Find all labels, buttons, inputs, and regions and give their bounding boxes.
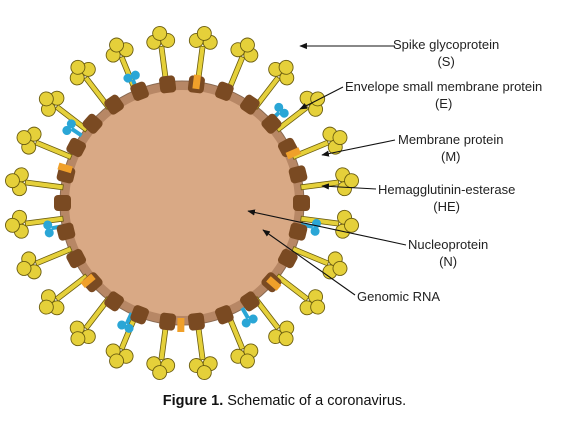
spike-glycoprotein: [291, 246, 348, 280]
label-nucleo-abbr: (N): [439, 254, 458, 269]
label-nucleoprotein: Nucleoprotein (N): [408, 236, 488, 270]
spike-glycoprotein: [188, 26, 218, 85]
membrane-protein: [82, 113, 103, 134]
label-genomic-rna: Genomic RNA: [357, 288, 440, 305]
spike-glycoprotein: [5, 209, 64, 239]
envelope-protein: [80, 273, 96, 288]
label-envelope-protein: Envelope small membrane protein (E): [345, 78, 542, 112]
membrane-protein: [288, 165, 308, 184]
membrane-protein: [187, 312, 205, 331]
label-envelope-abbr: (E): [434, 96, 453, 111]
spike-glycoprotein: [252, 296, 295, 347]
membrane-protein: [159, 75, 177, 94]
label-nucleo-name: Nucleoprotein: [408, 237, 489, 252]
viral-envelope: [5, 26, 359, 380]
hemagglutinin-esterase: [240, 306, 258, 328]
spike-glycoprotein: [275, 90, 326, 133]
leader-membrane: [321, 139, 396, 157]
envelope-protein: [285, 147, 302, 160]
spike-glycoprotein: [225, 37, 259, 94]
spike-glycoprotein: [146, 26, 176, 85]
envelope-protein: [192, 74, 202, 90]
membrane-protein: [130, 305, 149, 325]
label-rna-name: Genomic RNA: [357, 289, 441, 304]
label-he-abbr: (HE): [433, 199, 460, 214]
hemagglutinin-esterase: [62, 119, 83, 138]
envelope-protein: [57, 162, 73, 174]
virion-core: [69, 90, 295, 316]
envelope-protein: [266, 276, 282, 291]
membrane-protein: [277, 248, 298, 269]
spike-glycoprotein: [105, 312, 139, 369]
caption-text: Schematic of a coronavirus.: [223, 393, 407, 409]
spike-glycoprotein: [16, 246, 73, 280]
spike-glycoprotein: [291, 126, 348, 160]
spike-glycoprotein: [275, 273, 326, 316]
label-membrane-protein: Membrane protein (M): [398, 131, 504, 165]
spike-glycoprotein: [69, 59, 112, 110]
label-spike-abbr: (S): [437, 54, 455, 69]
spike-glycoprotein: [5, 167, 64, 197]
spike-glycoprotein: [38, 273, 89, 316]
membrane-protein: [261, 113, 282, 134]
spike-glycoprotein: [252, 59, 295, 110]
label-membrane-name: Membrane protein: [398, 132, 504, 147]
label-he-name: Hemagglutinin-esterase: [378, 182, 516, 197]
membrane-protein: [130, 81, 149, 101]
figure-caption: Figure 1. Schematic of a coronavirus.: [0, 393, 569, 409]
spike-glycoprotein: [16, 126, 73, 160]
caption-prefix: Figure 1.: [162, 393, 224, 409]
membrane-protein: [159, 312, 177, 331]
membrane-protein: [240, 94, 260, 115]
membrane-protein: [54, 195, 71, 211]
envelope-protein: [177, 317, 185, 333]
hemagglutinin-esterase: [117, 312, 134, 333]
spike-glycoprotein: [188, 321, 218, 380]
membrane-protein: [66, 137, 87, 158]
membrane-protein: [288, 222, 308, 241]
label-hemagglutinin-esterase: Hemagglutinin-esterase (HE): [378, 181, 515, 215]
spike-glycoprotein: [225, 312, 259, 369]
label-spike-name: Spike glycoprotein: [393, 37, 500, 52]
leader-rna: [262, 229, 356, 296]
membrane-protein: [104, 94, 124, 115]
membrane-protein: [56, 222, 76, 241]
membrane-protein: [293, 195, 310, 211]
membrane-protein: [215, 81, 234, 101]
spike-glycoprotein: [146, 321, 176, 380]
leader-he: [321, 183, 377, 190]
label-envelope-name: Envelope small membrane protein: [345, 79, 543, 94]
membrane-protein: [215, 305, 234, 325]
leader-envelope: [299, 86, 344, 110]
spike-glycoprotein: [69, 296, 112, 347]
spike-glycoprotein: [300, 167, 359, 197]
label-membrane-abbr: (M): [441, 149, 461, 164]
label-leaders: [247, 42, 407, 296]
spike-glycoprotein: [38, 90, 89, 133]
hemagglutinin-esterase: [300, 218, 322, 236]
leader-nucleoprotein: [247, 209, 407, 246]
membrane-protein: [66, 248, 87, 269]
membrane-protein: [240, 291, 260, 312]
label-spike-glycoprotein: Spike glycoprotein (S): [393, 36, 499, 70]
membrane-protein: [104, 291, 124, 312]
